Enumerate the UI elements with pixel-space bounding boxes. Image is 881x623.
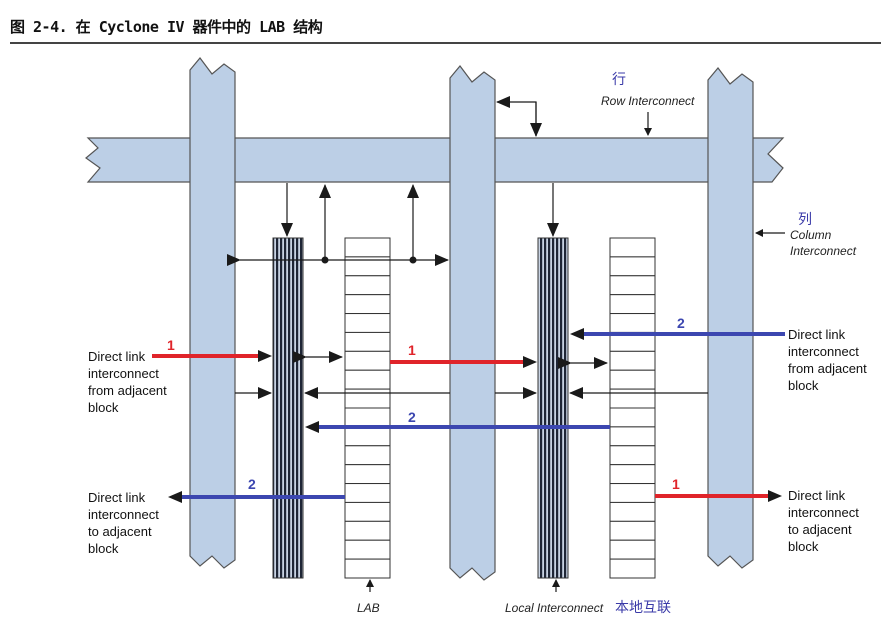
label-direct-link-from-right: Direct link interconnect from adjacent b… [788,327,867,393]
lab-cell [344,237,391,258]
label-direct-link-to-left: Direct link interconnect to adjacent blo… [88,490,159,556]
svg-text:Direct link: Direct link [788,488,846,503]
lab-cell [609,501,656,522]
lab-cell [609,388,656,409]
column-interconnect-label-1: Column [790,228,832,242]
lab-cell [344,501,391,522]
lab-cell [609,313,656,333]
local-interconnect-label-cn: 本地互联 [615,600,671,616]
lab-cell [344,426,391,447]
lab-cell [344,558,391,579]
lab-block-2 [609,237,656,579]
lab-cell [344,350,391,371]
link-number-2: 2 [677,315,685,331]
local-interconnect-1 [272,237,304,579]
lab-cell [609,539,656,560]
lab-cell [609,558,656,579]
column-interconnect-bar-3 [707,67,754,569]
svg-text:interconnect: interconnect [88,507,159,522]
label-direct-link-from-left: Direct link interconnect from adjacent b… [88,349,167,415]
link-number-2: 2 [248,476,256,492]
local-interconnect-label: Local Interconnect [505,601,604,615]
column-interconnect-label-2: Interconnect [790,244,857,258]
lab-cell [609,464,656,485]
junction-dot [321,256,329,264]
lab-cell [344,369,391,390]
lab-cell [344,313,391,333]
lab-cell [609,445,656,466]
lab-cell [609,520,656,541]
svg-text:block: block [788,378,819,393]
lab-cell [609,237,656,258]
lab-cell [344,464,391,485]
link-number-1: 1 [408,342,416,358]
svg-text:from adjacent: from adjacent [788,361,867,376]
junction-dot [409,256,417,264]
link-number-1: 1 [167,337,175,353]
title-rule [10,42,881,44]
svg-text:interconnect: interconnect [788,344,859,359]
lab-cell [344,539,391,560]
svg-text:Direct link: Direct link [88,490,146,505]
row-interconnect-label: Row Interconnect [601,94,695,108]
svg-text:to adjacent: to adjacent [788,522,852,537]
lab-cell [609,426,656,447]
svg-text:block: block [88,541,119,556]
lab-cell [344,388,391,409]
lab-cell [609,275,656,296]
figure-title: 图 2-4. 在 Cyclone IV 器件中的 LAB 结构 [10,18,323,36]
row-label-cn: 行 [612,72,626,88]
lab-cell [344,520,391,541]
lab-cell [609,483,656,503]
column-interconnect-bar-1 [189,57,236,569]
svg-text:interconnect: interconnect [88,366,159,381]
link-number-2: 2 [408,409,416,425]
lab-cell [609,256,656,277]
label-direct-link-to-right: Direct link interconnect to adjacent blo… [788,488,859,554]
lab-cell [344,294,391,315]
row-interconnect-bar [85,137,785,183]
lab-cell [344,483,391,503]
column-label-cn: 列 [798,212,812,228]
lab-block-1 [344,237,391,579]
local-interconnect-2 [537,237,569,579]
lab-cell [609,294,656,315]
lab-cell [344,407,391,428]
lab-cell [609,350,656,371]
lab-cell [609,407,656,428]
svg-text:interconnect: interconnect [788,505,859,520]
svg-text:block: block [88,400,119,415]
link-number-1: 1 [672,476,680,492]
svg-text:to adjacent: to adjacent [88,524,152,539]
lab-cell [344,331,391,352]
svg-text:block: block [788,539,819,554]
svg-text:Direct link: Direct link [788,327,846,342]
svg-text:from adjacent: from adjacent [88,383,167,398]
column-interconnect-bar-2 [449,65,496,581]
svg-text:Direct link: Direct link [88,349,146,364]
lab-cell [609,369,656,390]
lab-cell [344,275,391,296]
lab-cell [344,445,391,466]
lab-label: LAB [357,601,380,615]
